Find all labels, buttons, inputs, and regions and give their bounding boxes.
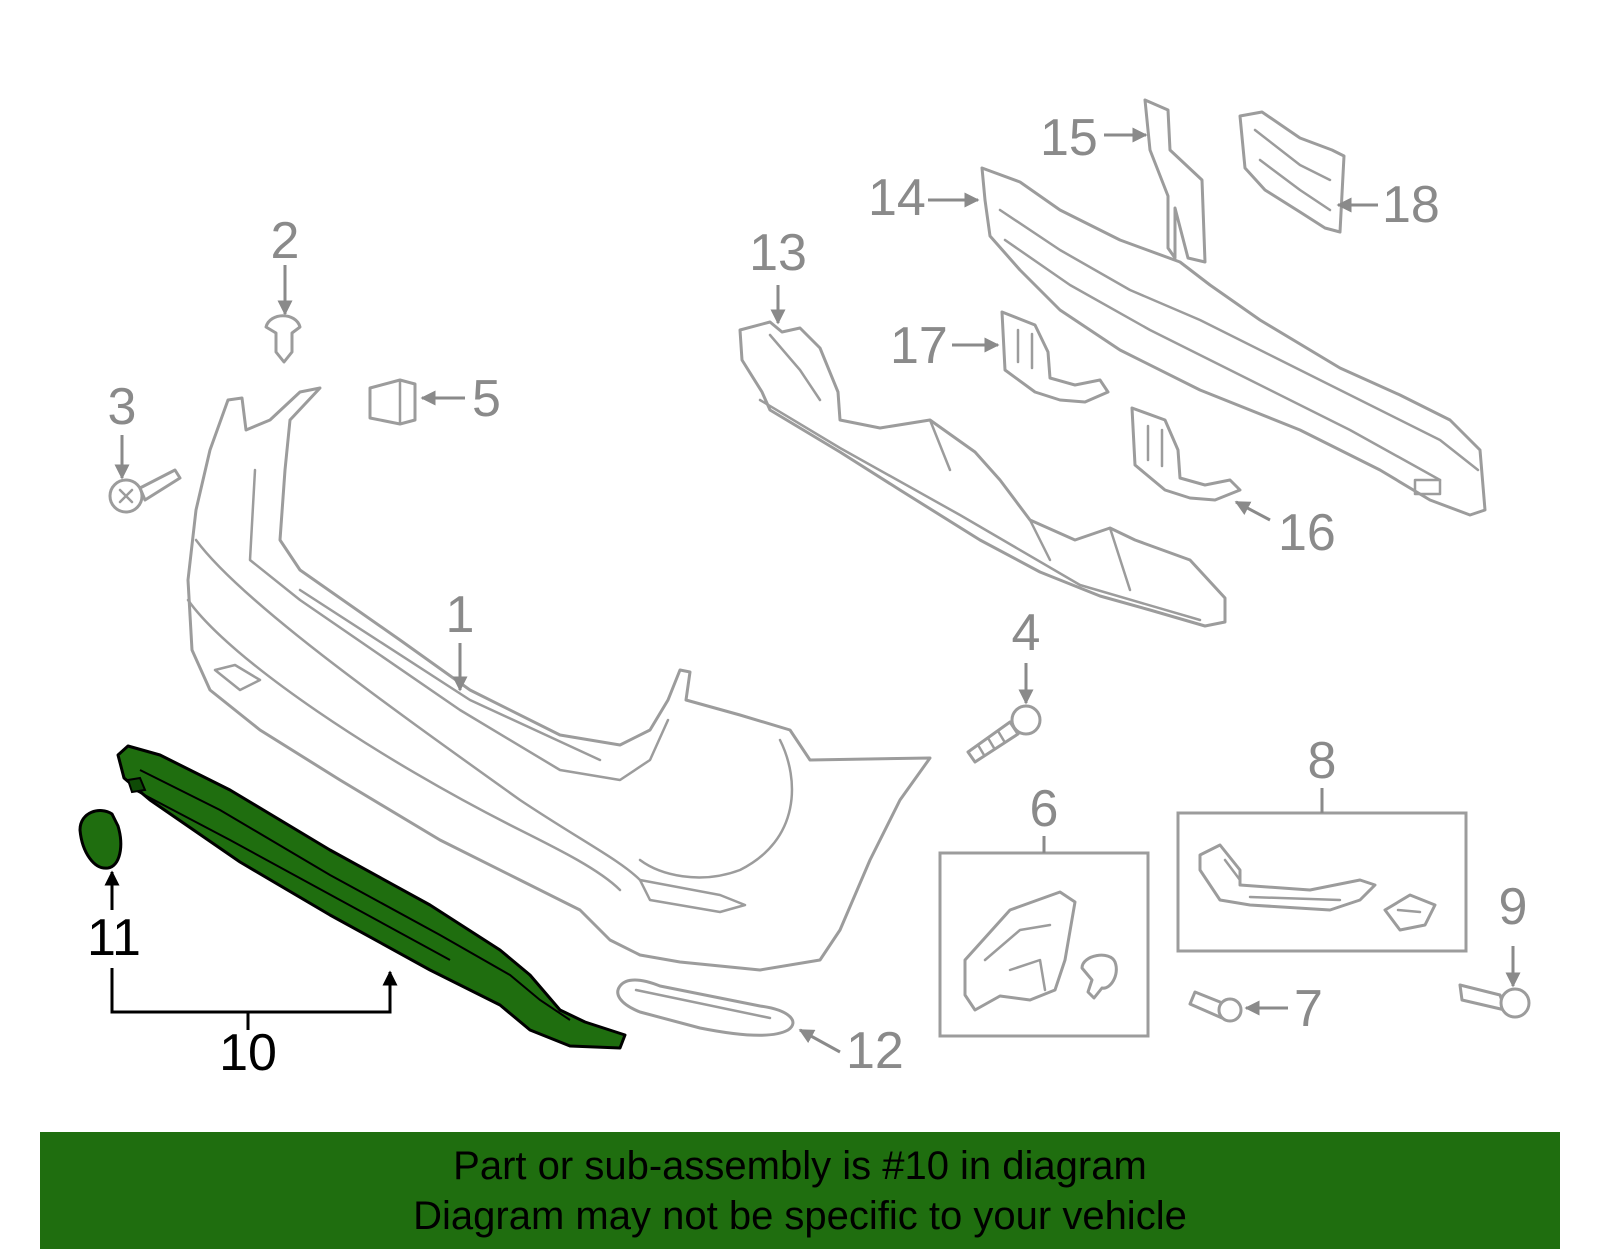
bracket-nut-box[interactable]	[1176, 811, 1468, 953]
callout-14: 14	[868, 169, 926, 227]
callout-6: 6	[1030, 780, 1059, 838]
callout-13: 13	[749, 224, 807, 282]
bumper-reinforcement[interactable]	[980, 166, 1487, 517]
callout-2: 2	[271, 212, 300, 270]
parts-diagram: 2 3 5 1 4 6 8 7 9 12 13 14 15 16 17 18 1…	[78, 98, 1531, 1082]
lower-bracket[interactable]	[1130, 406, 1242, 502]
callout-labels: 2 3 5 1 4 6 8 7 9 12 13 14 15 16 17 18 1…	[87, 109, 1527, 1082]
bolt[interactable]	[966, 704, 1042, 764]
mounting-bracket[interactable]	[1238, 110, 1346, 234]
callout-12: 12	[846, 1022, 904, 1080]
callout-5: 5	[472, 370, 501, 428]
callout-8: 8	[1308, 732, 1337, 790]
part-info-banner: Part or sub-assembly is #10 in diagram D…	[40, 1132, 1560, 1249]
callout-15: 15	[1040, 109, 1098, 167]
hex-bolt[interactable]	[1458, 983, 1531, 1019]
callout-3: 3	[108, 378, 137, 436]
callout-7: 7	[1294, 980, 1323, 1038]
push-clip[interactable]	[264, 314, 302, 364]
callout-9: 9	[1499, 878, 1528, 936]
banner-line-2: Diagram may not be specific to your vehi…	[413, 1193, 1187, 1238]
bracket-kit-box[interactable]	[938, 851, 1150, 1038]
lower-valance-highlighted[interactable]	[116, 744, 627, 1050]
leader-lines	[104, 127, 1521, 1054]
rear-bumper-cover[interactable]	[186, 386, 932, 972]
energy-absorber[interactable]	[738, 320, 1227, 628]
tow-hook-cap-highlighted[interactable]	[78, 809, 123, 870]
reinforcement-stay[interactable]	[1143, 98, 1207, 264]
callout-11: 11	[87, 909, 141, 967]
screw-washer[interactable]	[108, 468, 182, 514]
callout-10: 10	[219, 1024, 277, 1082]
upper-bracket[interactable]	[1000, 310, 1110, 404]
callout-18: 18	[1382, 176, 1440, 234]
callout-4: 4	[1012, 604, 1041, 662]
callout-17: 17	[890, 317, 948, 375]
callout-16: 16	[1278, 504, 1336, 562]
banner-line-1: Part or sub-assembly is #10 in diagram	[453, 1143, 1147, 1188]
reflector-bezel[interactable]	[616, 978, 795, 1037]
retainer-clip[interactable]	[368, 378, 417, 426]
small-bolt[interactable]	[1188, 990, 1243, 1023]
callout-1: 1	[446, 586, 475, 644]
